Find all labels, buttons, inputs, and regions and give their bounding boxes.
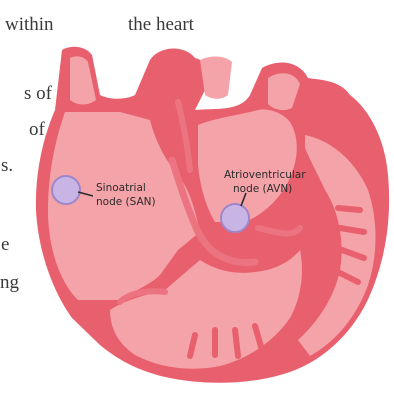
- avn-label-line1: Atrioventricular: [224, 169, 306, 181]
- san-label-line2: node (SAN): [96, 196, 156, 208]
- san-label-line1: Sinoatrial: [96, 182, 146, 194]
- heart-illustration: [36, 47, 389, 383]
- sinoatrial-node: [52, 176, 80, 204]
- avn-label-line2: node (AVN): [233, 183, 292, 195]
- aorta-opening: [200, 56, 232, 98]
- atrioventricular-node: [221, 204, 249, 232]
